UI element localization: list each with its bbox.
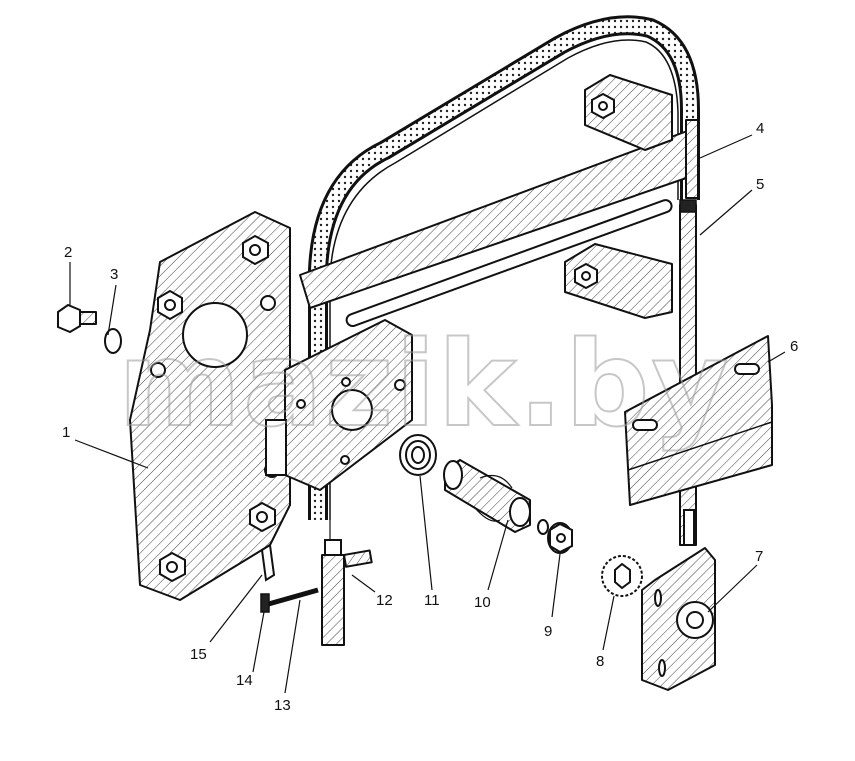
leader-lines bbox=[69, 134, 786, 694]
callout-3: 3 bbox=[110, 266, 118, 283]
pin-rod bbox=[260, 587, 319, 613]
callout-9: 9 bbox=[544, 623, 552, 640]
callout-12: 12 bbox=[376, 592, 393, 609]
callout-11: 11 bbox=[424, 592, 440, 609]
bolt bbox=[57, 303, 97, 334]
callout-1: 1 bbox=[62, 424, 70, 441]
callout-13: 13 bbox=[274, 697, 291, 714]
hex-nut bbox=[157, 289, 183, 321]
coil-spring bbox=[399, 434, 437, 476]
glass-clamp bbox=[624, 335, 773, 506]
drive-shaft bbox=[443, 459, 531, 533]
guide-channel-upper bbox=[685, 119, 699, 199]
callout-15: 15 bbox=[190, 646, 207, 663]
callout-5: 5 bbox=[756, 176, 764, 193]
callout-8: 8 bbox=[596, 653, 604, 670]
hex-nut bbox=[249, 501, 276, 533]
rail-bracket-upper bbox=[584, 74, 673, 151]
drive-gear bbox=[601, 555, 643, 597]
watermark-text: mazik.by bbox=[118, 315, 730, 453]
cable-slider bbox=[321, 520, 373, 646]
callout-2: 2 bbox=[64, 244, 72, 261]
rail-bracket-lower bbox=[564, 243, 673, 319]
callout-10: 10 bbox=[474, 594, 491, 611]
callout-4: 4 bbox=[756, 120, 764, 137]
spring-washer bbox=[104, 328, 122, 354]
split-pin bbox=[260, 543, 276, 582]
hex-nut bbox=[159, 551, 186, 583]
callout-14: 14 bbox=[236, 672, 253, 689]
hex-nut bbox=[242, 234, 269, 266]
callout-6: 6 bbox=[790, 338, 798, 355]
regulator-housing bbox=[265, 319, 413, 491]
guide-rail-frame bbox=[308, 15, 700, 520]
lower-bracket bbox=[641, 547, 716, 691]
flange-nut bbox=[537, 519, 573, 554]
callout-7: 7 bbox=[755, 548, 763, 565]
